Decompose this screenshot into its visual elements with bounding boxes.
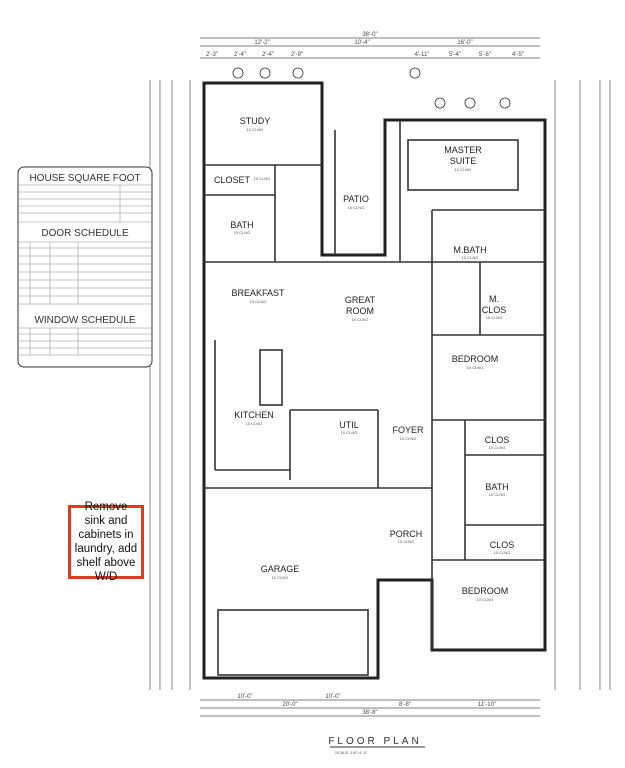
schedule-grid-lines bbox=[18, 184, 152, 356]
room-ceiling-note: 10 CLNG bbox=[341, 430, 358, 435]
room-ceiling-note: 10 CLNG bbox=[462, 255, 479, 260]
dimension-label: 5'-6" bbox=[479, 52, 491, 58]
dimension-label: 11'-10" bbox=[478, 702, 496, 708]
window-marker bbox=[499, 97, 511, 109]
dimension-label: 10'-0" bbox=[237, 694, 252, 700]
dimension-label: 12'-2" bbox=[254, 40, 269, 46]
room-ceiling-note: 10 CLNG bbox=[234, 230, 251, 235]
dimension-label: 38'-8" bbox=[362, 710, 377, 716]
room-label: SUITE bbox=[450, 156, 477, 166]
room-ceiling-note: 10 CLNG bbox=[250, 299, 267, 304]
room-ceiling-note: 10 CLNG bbox=[246, 421, 263, 426]
plan-title: FLOOR PLAN bbox=[328, 736, 421, 747]
room-ceiling-note: 10 CLNG bbox=[352, 317, 369, 322]
room-label: PORCH bbox=[390, 529, 423, 539]
dimension-label: 38'-0" bbox=[362, 32, 377, 38]
dimension-label: 2'-3" bbox=[206, 52, 218, 58]
room-ceiling-note: 10 CLNG bbox=[477, 597, 494, 602]
dimension-label: 10'-0" bbox=[325, 694, 340, 700]
plan-scale: SCALE: 1/8"=1'-0" bbox=[335, 750, 368, 755]
room-label: MASTER bbox=[444, 145, 482, 155]
room-label: ROOM bbox=[346, 306, 374, 316]
room-label: FOYER bbox=[392, 425, 424, 435]
room-label: CLOS bbox=[490, 540, 515, 550]
room-ceiling-note: 10 CLNG bbox=[489, 492, 506, 497]
room-label: PATIO bbox=[343, 194, 369, 204]
dimension-lines bbox=[149, 37, 611, 717]
room-label: GARAGE bbox=[261, 564, 300, 574]
window-marker bbox=[464, 97, 476, 109]
room-label: UTIL bbox=[339, 420, 359, 430]
exterior-walls bbox=[202, 81, 547, 680]
window-markers bbox=[232, 67, 511, 109]
window-marker bbox=[292, 67, 304, 79]
room-ceiling-note: 10 CLNG bbox=[455, 167, 472, 172]
room-ceiling-note: 10 CLNG bbox=[348, 205, 365, 210]
dimension-label: 20'-0" bbox=[282, 702, 297, 708]
room-ceiling-note: 10 CLNG bbox=[398, 539, 415, 544]
room-label: BEDROOM bbox=[462, 586, 509, 596]
room-label: BATH bbox=[230, 220, 253, 230]
dimension-label: 10'-4" bbox=[354, 40, 369, 46]
room-label: BEDROOM bbox=[452, 354, 499, 364]
window-schedule-title: WINDOW SCHEDULE bbox=[34, 315, 135, 326]
room-label: KITCHEN bbox=[234, 410, 274, 420]
room-ceiling-note: 10 CLNG bbox=[494, 550, 511, 555]
room-label: BREAKFAST bbox=[231, 288, 285, 298]
square-foot-title: HOUSE SQUARE FOOT bbox=[29, 173, 140, 184]
room-label: STUDY bbox=[240, 116, 271, 126]
annotation-note: Remove sink and cabinets in laundry, add… bbox=[68, 501, 144, 583]
room-ceiling-note: 10 CLNG bbox=[467, 365, 484, 370]
dimension-label: 4'-5" bbox=[512, 52, 524, 58]
room-ceiling-note: 10 CLNG bbox=[400, 436, 417, 441]
window-marker bbox=[232, 67, 244, 79]
room-label: CLOSET bbox=[214, 175, 251, 185]
room-ceiling-note: 10 CLNG bbox=[486, 315, 503, 320]
dimension-labels: 38'-0" 12'-2" 10'-4" 16'-0" 2'-3" 2'-4" … bbox=[206, 32, 524, 716]
dimension-label: 8'-8" bbox=[399, 702, 411, 708]
window-marker bbox=[434, 97, 446, 109]
room-labels: STUDY 10 CLNG CLOSET 10 CLNG BATH 10 CLN… bbox=[214, 116, 514, 602]
window-marker bbox=[409, 67, 421, 79]
window-marker bbox=[259, 67, 271, 79]
room-label: CLOS bbox=[482, 305, 507, 315]
room-ceiling-note: 10 CLNG bbox=[272, 575, 289, 580]
interior-walls bbox=[204, 120, 545, 676]
room-label: BATH bbox=[485, 482, 508, 492]
dimension-label: 2'-4" bbox=[262, 52, 274, 58]
dimension-label: 16'-0" bbox=[457, 40, 472, 46]
dimension-label: 5'-4" bbox=[449, 52, 461, 58]
door-schedule-title: DOOR SCHEDULE bbox=[41, 228, 129, 239]
room-ceiling-note: 10 CLNG bbox=[254, 176, 271, 181]
dimension-label: 4'-11" bbox=[415, 52, 430, 58]
room-ceiling-note: 10 CLNG bbox=[247, 127, 264, 132]
room-label: M.BATH bbox=[453, 245, 486, 255]
dimension-label: 2'-4" bbox=[234, 52, 246, 58]
room-label: CLOS bbox=[485, 435, 510, 445]
dimension-label: 2'-9" bbox=[291, 52, 303, 58]
schedule-table: HOUSE SQUARE FOOT DOOR SCHEDULE WINDOW S… bbox=[17, 166, 153, 368]
room-ceiling-note: 10 CLNG bbox=[489, 445, 506, 450]
room-label: GREAT bbox=[345, 295, 376, 305]
room-label: M. bbox=[489, 294, 499, 304]
